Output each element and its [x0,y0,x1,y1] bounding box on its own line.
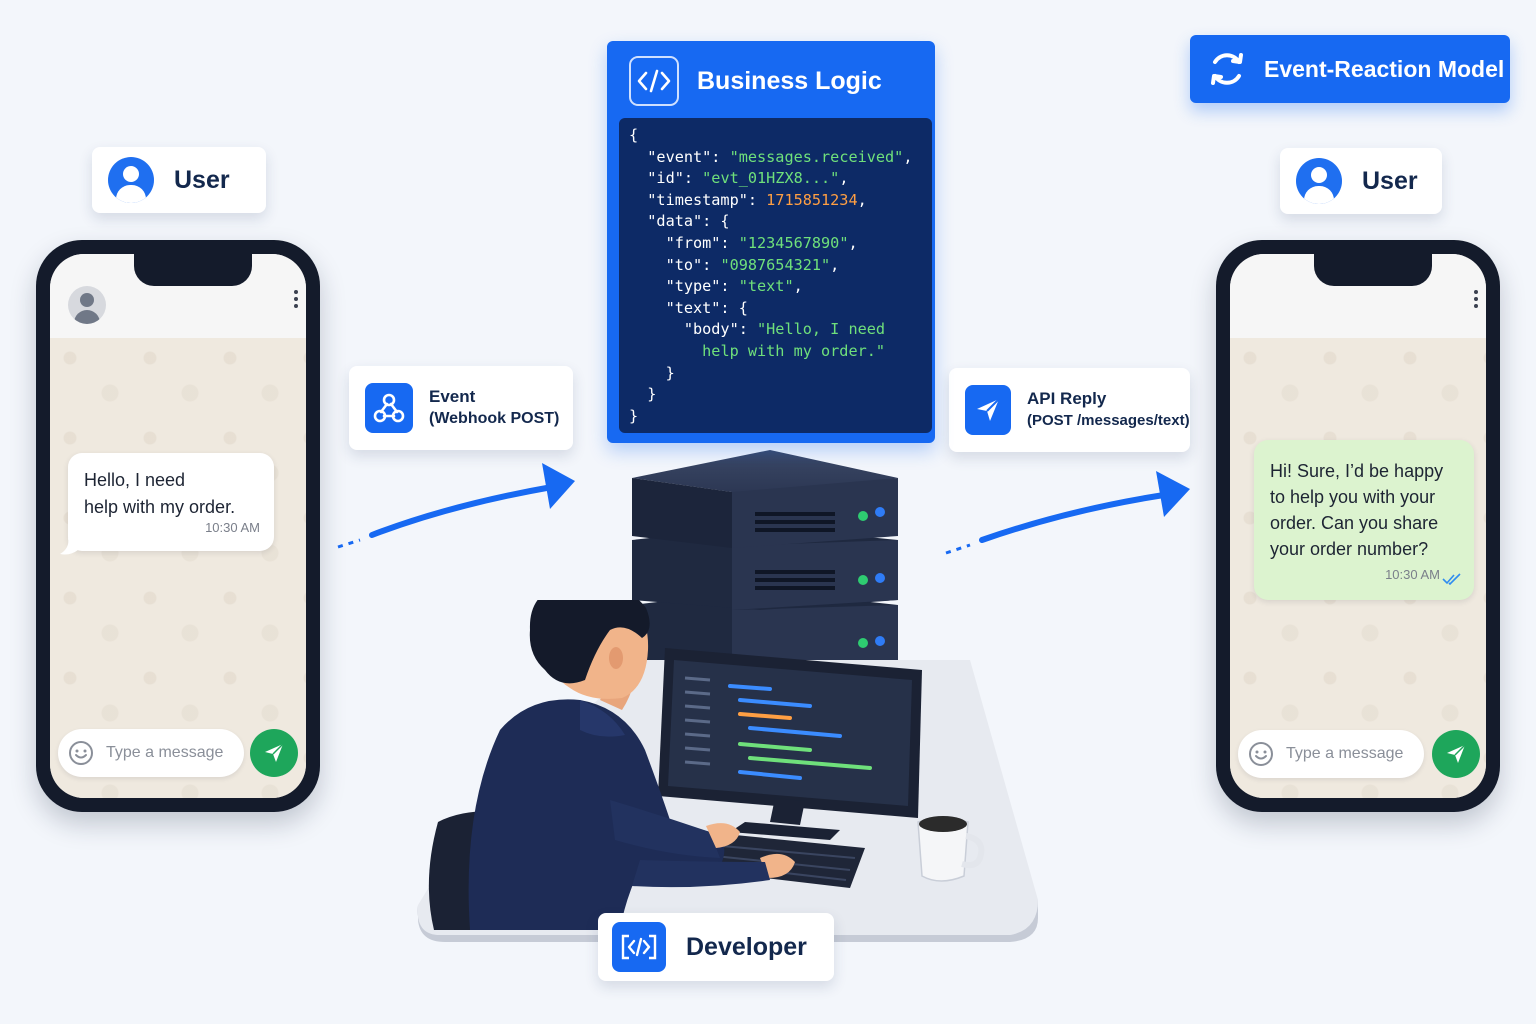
message-line: your order number? [1270,539,1429,559]
send-icon [1447,744,1466,763]
json-from-value: "1234567890" [738,233,849,252]
send-button[interactable] [1432,730,1480,778]
message-input[interactable]: Type a message [1286,745,1404,762]
user-icon [108,157,154,203]
message-input[interactable]: Type a message [106,744,224,761]
emoji-icon[interactable] [68,740,94,766]
json-event-value: "messages.received" [729,147,904,166]
json-body-value-continued: help with my order." [702,341,886,360]
business-logic-title: Business Logic [697,66,882,95]
incoming-message-bubble: Hello, I need help with my order. 10:30 … [68,453,274,551]
business-logic-card: Business Logic { "event": "messages.rece… [607,41,935,443]
webhook-icon [365,383,413,433]
event-reaction-model-badge: Event-Reaction Model [1190,35,1510,103]
left-phone: Hello, I need help with my order. 10:30 … [36,240,320,812]
read-receipt-icon [1442,573,1461,585]
message-compose-box[interactable]: Type a message [58,729,244,777]
chat-wallpaper [50,338,306,798]
json-to-value: "0987654321" [720,255,831,274]
api-reply-arrow [945,471,1190,555]
model-badge-label: Event-Reaction Model [1264,55,1505,82]
right-phone: Hi! Sure, I’d be happy to help you with … [1216,240,1500,812]
send-icon [965,385,1011,435]
message-time: 10:30 AM [1385,567,1440,582]
left-phone-screen: Hello, I need help with my order. 10:30 … [50,254,306,798]
message-line: to help you with your [1270,487,1436,507]
event-json-payload: { "event": "messages.received", "id": "e… [619,118,932,433]
more-options-icon[interactable] [1473,290,1479,311]
developer-illustration [417,600,1038,942]
code-icon [629,56,679,106]
left-user-card: User [92,147,266,213]
event-card-subtitle: (Webhook POST) [429,410,560,427]
message-line: Hello, I need [84,470,186,490]
contact-avatar[interactable] [68,286,106,324]
event-card-title: Event [429,387,476,406]
developer-card: Developer [598,913,834,981]
api-reply-card: API Reply (POST /messages/text) [949,368,1190,452]
event-arrow [337,463,575,549]
api-card-subtitle: (POST /messages/text) [1027,412,1190,429]
server-stack [632,450,898,670]
left-user-label: User [174,165,230,194]
developer-label: Developer [686,932,807,961]
right-phone-screen: Hi! Sure, I’d be happy to help you with … [1230,254,1486,798]
right-user-card: User [1280,148,1442,214]
bubble-tail [60,538,78,555]
send-button[interactable] [250,729,298,777]
json-body-value: "Hello, I need [757,320,886,339]
message-line: help with my order. [84,497,236,517]
outgoing-message-bubble: Hi! Sure, I’d be happy to help you with … [1254,440,1474,600]
message-compose-box[interactable]: Type a message [1238,730,1424,778]
code-icon [612,922,666,972]
message-time: 10:30 AM [205,520,260,535]
refresh-icon [1211,53,1243,85]
emoji-icon[interactable] [1248,741,1274,767]
right-user-label: User [1362,166,1418,195]
more-options-icon[interactable] [293,290,299,311]
json-id-value: "evt_01HZX8..." [702,169,840,188]
api-card-title: API Reply [1027,389,1107,408]
message-line: order. Can you share [1270,513,1439,533]
message-line: Hi! Sure, I’d be happy [1270,461,1444,481]
user-icon [1296,158,1342,204]
json-type-value: "text" [738,277,794,296]
send-icon [265,743,284,762]
event-webhook-card: Event (Webhook POST) [349,366,573,450]
json-timestamp-value: 1715851234 [766,190,858,209]
